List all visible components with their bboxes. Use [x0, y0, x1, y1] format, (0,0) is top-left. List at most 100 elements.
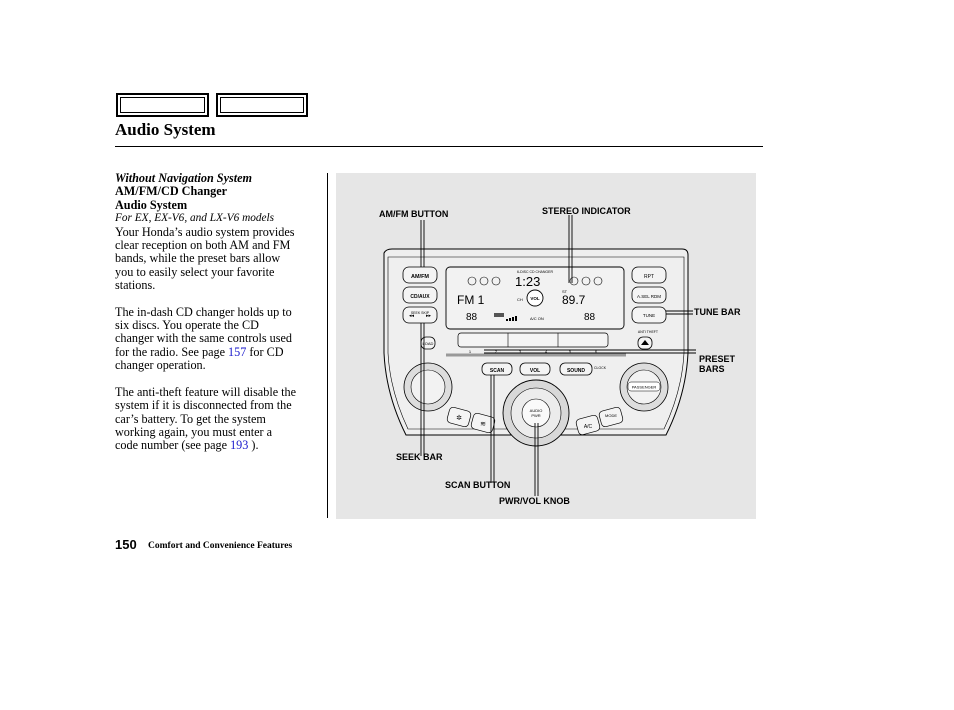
callout-pwr-vol-knob: PWR/VOL KNOB — [499, 496, 570, 506]
p3-ref-suffix: ). — [248, 438, 259, 453]
am-fm-button-label: AM/FM — [411, 274, 429, 280]
preset-5-label: 5 — [569, 349, 572, 354]
p2-line: changer operation. — [115, 358, 206, 373]
ac-button-label: A/C — [584, 424, 593, 430]
p1-line: Your Honda’s audio system provides — [115, 224, 295, 239]
display-ch: CH — [517, 297, 523, 302]
nav-tab-1[interactable] — [116, 93, 209, 117]
nav-tab-1-inner — [120, 97, 205, 113]
nav-tab-2-inner — [220, 97, 304, 113]
p3-ref-line: code number (see page 193 ). — [115, 439, 325, 452]
subsection-title: Without Navigation System — [115, 171, 253, 185]
page-title: Audio System — [115, 120, 216, 139]
passenger-label: PASSENGER — [632, 385, 657, 390]
callout-leaders — [420, 215, 696, 496]
seek-left-icon: ◂◂ — [409, 313, 415, 319]
load-button-label: LOAD — [423, 341, 434, 346]
preset-4-label: 4 — [545, 349, 548, 354]
column-divider — [327, 173, 328, 518]
seek-skip-bar[interactable] — [402, 306, 438, 324]
passenger-button[interactable] — [627, 381, 661, 392]
p3-line: system if it is disconnected from the — [115, 398, 292, 413]
display-indicator-block — [494, 313, 504, 317]
sound-button-label: SOUND — [567, 368, 585, 374]
display-temp-right: 88 — [584, 312, 596, 323]
rpt-button[interactable] — [631, 266, 667, 284]
sound-button[interactable] — [559, 362, 593, 376]
p1-line: bands, while the preset bars allow — [115, 251, 281, 266]
fan-level-bars — [506, 316, 517, 321]
audio-panel-figure: AM/FM CD/AUX ◂◂ ▸▸ SEEK SKIP LOAD 6-DISC… — [336, 173, 756, 519]
a-sel-rdm-button-label: A.SEL RDM — [637, 294, 661, 299]
preset-3-label: 3 — [519, 349, 522, 354]
p1-line: clear reception on both AM and FM — [115, 238, 291, 253]
audio-label: AUDIO — [530, 408, 543, 413]
seek-right-icon: ▸▸ — [426, 313, 432, 319]
scan-button[interactable] — [481, 362, 513, 376]
callout-seek-bar: SEEK BAR — [396, 452, 443, 462]
p1-line: stations. — [115, 278, 156, 293]
p1-line: you to easily select your favorite — [115, 264, 275, 279]
driver-temp-knob-inner — [410, 369, 446, 405]
title-rule — [115, 146, 763, 147]
callout-preset-bars-line1: PRESET — [699, 354, 736, 364]
body-text-column: Without Navigation System AM/FM/CD Chang… — [115, 171, 325, 453]
callout-am-fm-button: AM/FM BUTTON — [379, 209, 449, 219]
p2-line: changer with the same controls used — [115, 331, 293, 346]
preset-2-label: 2 — [495, 349, 498, 354]
fan-button[interactable] — [446, 406, 472, 428]
callout-tune-bar: TUNE BAR — [694, 307, 741, 317]
models-note: For EX, EX-V6, and LX-V6 models — [115, 212, 275, 225]
vol-indicator — [526, 289, 544, 307]
ac-button[interactable] — [575, 414, 601, 436]
vol-button-label: VOL — [530, 368, 540, 374]
paragraph-gap — [115, 293, 325, 306]
section-footer: Comfort and Convenience Features — [148, 541, 293, 551]
p2-line: The in-dash CD changer holds up to — [115, 304, 292, 319]
preset-bars-row[interactable] — [457, 332, 609, 348]
display-frequency: 89.7 — [562, 293, 586, 307]
mode-button[interactable] — [598, 406, 624, 428]
display-header: 6-DISC CD CHANGER — [517, 270, 553, 274]
display-vol: VOL — [530, 296, 540, 301]
callout-scan-button: SCAN BUTTON — [445, 480, 511, 490]
p2-ref-prefix: for the radio. See page — [115, 344, 229, 359]
display-temp-left: 88 — [466, 312, 478, 323]
fan-icon: ✲ — [456, 414, 462, 422]
bezel-inner — [387, 256, 685, 430]
cd-aux-button-label: CD/AUX — [410, 294, 430, 300]
p2-ref-suffix: for CD — [246, 344, 284, 359]
p3-line: working again, you must enter a — [115, 424, 273, 439]
eject-icon — [641, 340, 649, 345]
disc-indicators-right — [569, 276, 603, 286]
rpt-button-label: RPT — [644, 274, 654, 280]
preset-6-label: 6 — [595, 349, 598, 354]
callout-preset-bars-line2: BARS — [699, 364, 725, 374]
callout-stereo-indicator: STEREO INDICATOR — [542, 206, 631, 216]
section-heading-line2: Audio System — [115, 197, 188, 212]
page-number: 150 — [115, 537, 137, 552]
tune-bar[interactable] — [631, 306, 667, 324]
audio-panel-illustration: AM/FM CD/AUX ◂◂ ▸▸ SEEK SKIP LOAD 6-DISC… — [383, 215, 696, 496]
pwr-label: PWR — [531, 413, 540, 418]
display-band: FM 1 — [457, 293, 485, 307]
p3-line: car’s battery. To get the system — [115, 411, 266, 426]
scan-button-label: SCAN — [490, 368, 505, 374]
nav-tab-2[interactable] — [216, 93, 308, 117]
vol-button[interactable] — [519, 362, 551, 376]
p3-line: The anti-theft feature will disable the — [115, 384, 297, 399]
am-fm-button[interactable] — [402, 266, 438, 284]
cd-aux-button[interactable] — [402, 286, 438, 304]
p2-ref-line: for the radio. See page 157 for CD — [115, 344, 325, 359]
anti-theft-label: ANTI THEFT — [638, 330, 659, 334]
mode-button-label: MODE — [605, 413, 617, 418]
section-heading-line1: AM/FM/CD Changer — [115, 184, 228, 199]
a-sel-rdm-button[interactable] — [631, 286, 667, 304]
defrost-icon: ≋ — [480, 421, 486, 428]
page-link-157[interactable]: 157 — [228, 344, 247, 359]
preset-1-label: 1 — [469, 349, 472, 354]
paragraph-gap — [115, 373, 325, 386]
disc-indicators-left — [467, 276, 501, 286]
page-link-193[interactable]: 193 — [230, 438, 249, 453]
clock-label: CLOCK — [594, 366, 607, 370]
